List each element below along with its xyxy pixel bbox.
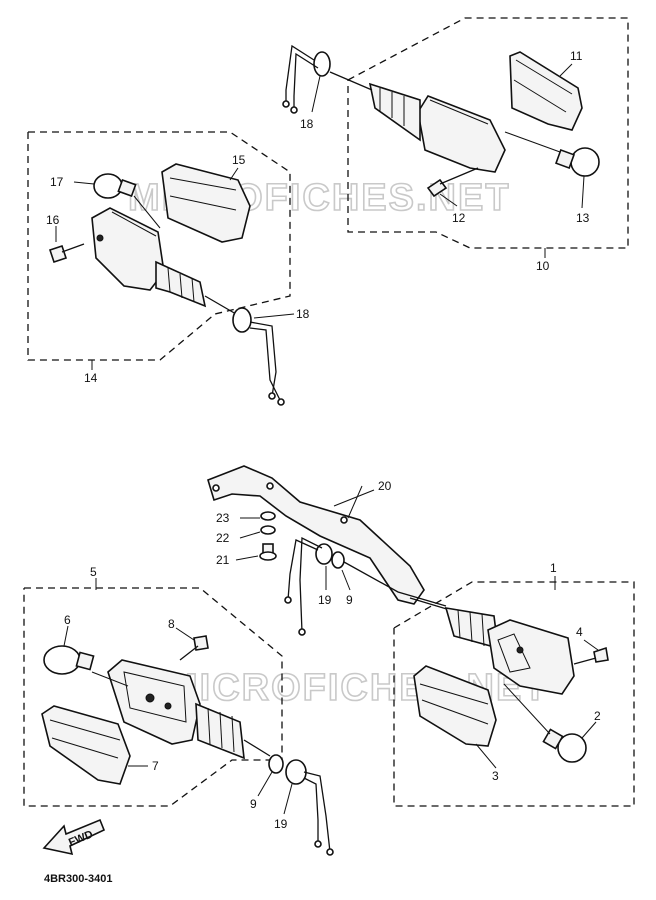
screw-4 <box>593 646 609 663</box>
washer-22 <box>260 525 276 535</box>
callout-19-left: 19 <box>274 817 288 831</box>
callout-7: 7 <box>152 759 159 773</box>
callout-4: 4 <box>576 625 583 639</box>
callout-9-left: 9 <box>250 797 257 811</box>
catalog-code: 4BR300-3401 <box>44 873 113 885</box>
grommet-18-top <box>313 51 331 77</box>
callout-18-top: 18 <box>300 117 314 131</box>
callout-8: 8 <box>168 617 175 631</box>
callout-19-bracket: 19 <box>318 593 332 607</box>
bulb-17 <box>93 173 123 199</box>
bulb-6 <box>43 645 81 675</box>
callout-6: 6 <box>64 613 71 627</box>
callout-13: 13 <box>576 211 590 225</box>
nut-9-left <box>268 754 284 774</box>
callout-11: 11 <box>570 49 583 63</box>
boundary-5 <box>23 587 283 807</box>
assembly-14-flasher-front-left <box>27 131 295 406</box>
callout-1: 1 <box>550 561 557 575</box>
callout-3: 3 <box>492 769 499 783</box>
callout-16: 16 <box>46 213 60 227</box>
grommet-19-left <box>285 759 307 785</box>
callout-10: 10 <box>536 259 550 273</box>
assembly-10-flasher-front-right <box>282 17 629 258</box>
fwd-arrow-icon: FWD <box>42 818 106 856</box>
boundary-10 <box>347 17 629 249</box>
assembly-1-flasher-rear-right <box>393 576 635 807</box>
callout-5: 5 <box>90 565 97 579</box>
screw-16 <box>48 244 68 264</box>
callout-15: 15 <box>232 153 246 167</box>
assembly-5-flasher-rear-left <box>23 578 334 856</box>
nut-9-bracket <box>331 551 345 569</box>
callout-23: 23 <box>216 511 230 525</box>
callout-22: 22 <box>216 531 230 545</box>
callout-2: 2 <box>594 709 601 723</box>
grommet-18-left <box>232 307 252 333</box>
callout-12: 12 <box>452 211 466 225</box>
lens-15 <box>161 163 251 243</box>
bracket-20 <box>207 465 447 636</box>
callout-9-bracket: 9 <box>346 593 353 607</box>
bulb-2 <box>557 733 587 763</box>
bulb-13 <box>570 147 600 177</box>
boundary-14 <box>27 131 291 361</box>
lens-11 <box>509 51 583 131</box>
callout-18-left: 18 <box>296 307 310 321</box>
nut-23 <box>260 511 276 521</box>
callout-20: 20 <box>378 479 392 493</box>
grommet-19-bracket <box>315 543 333 565</box>
callout-14: 14 <box>84 371 98 385</box>
lens-3 <box>413 665 497 747</box>
lens-7 <box>41 705 131 785</box>
callout-17: 17 <box>50 175 64 189</box>
boundary-1 <box>393 581 635 807</box>
callout-21: 21 <box>216 553 230 567</box>
